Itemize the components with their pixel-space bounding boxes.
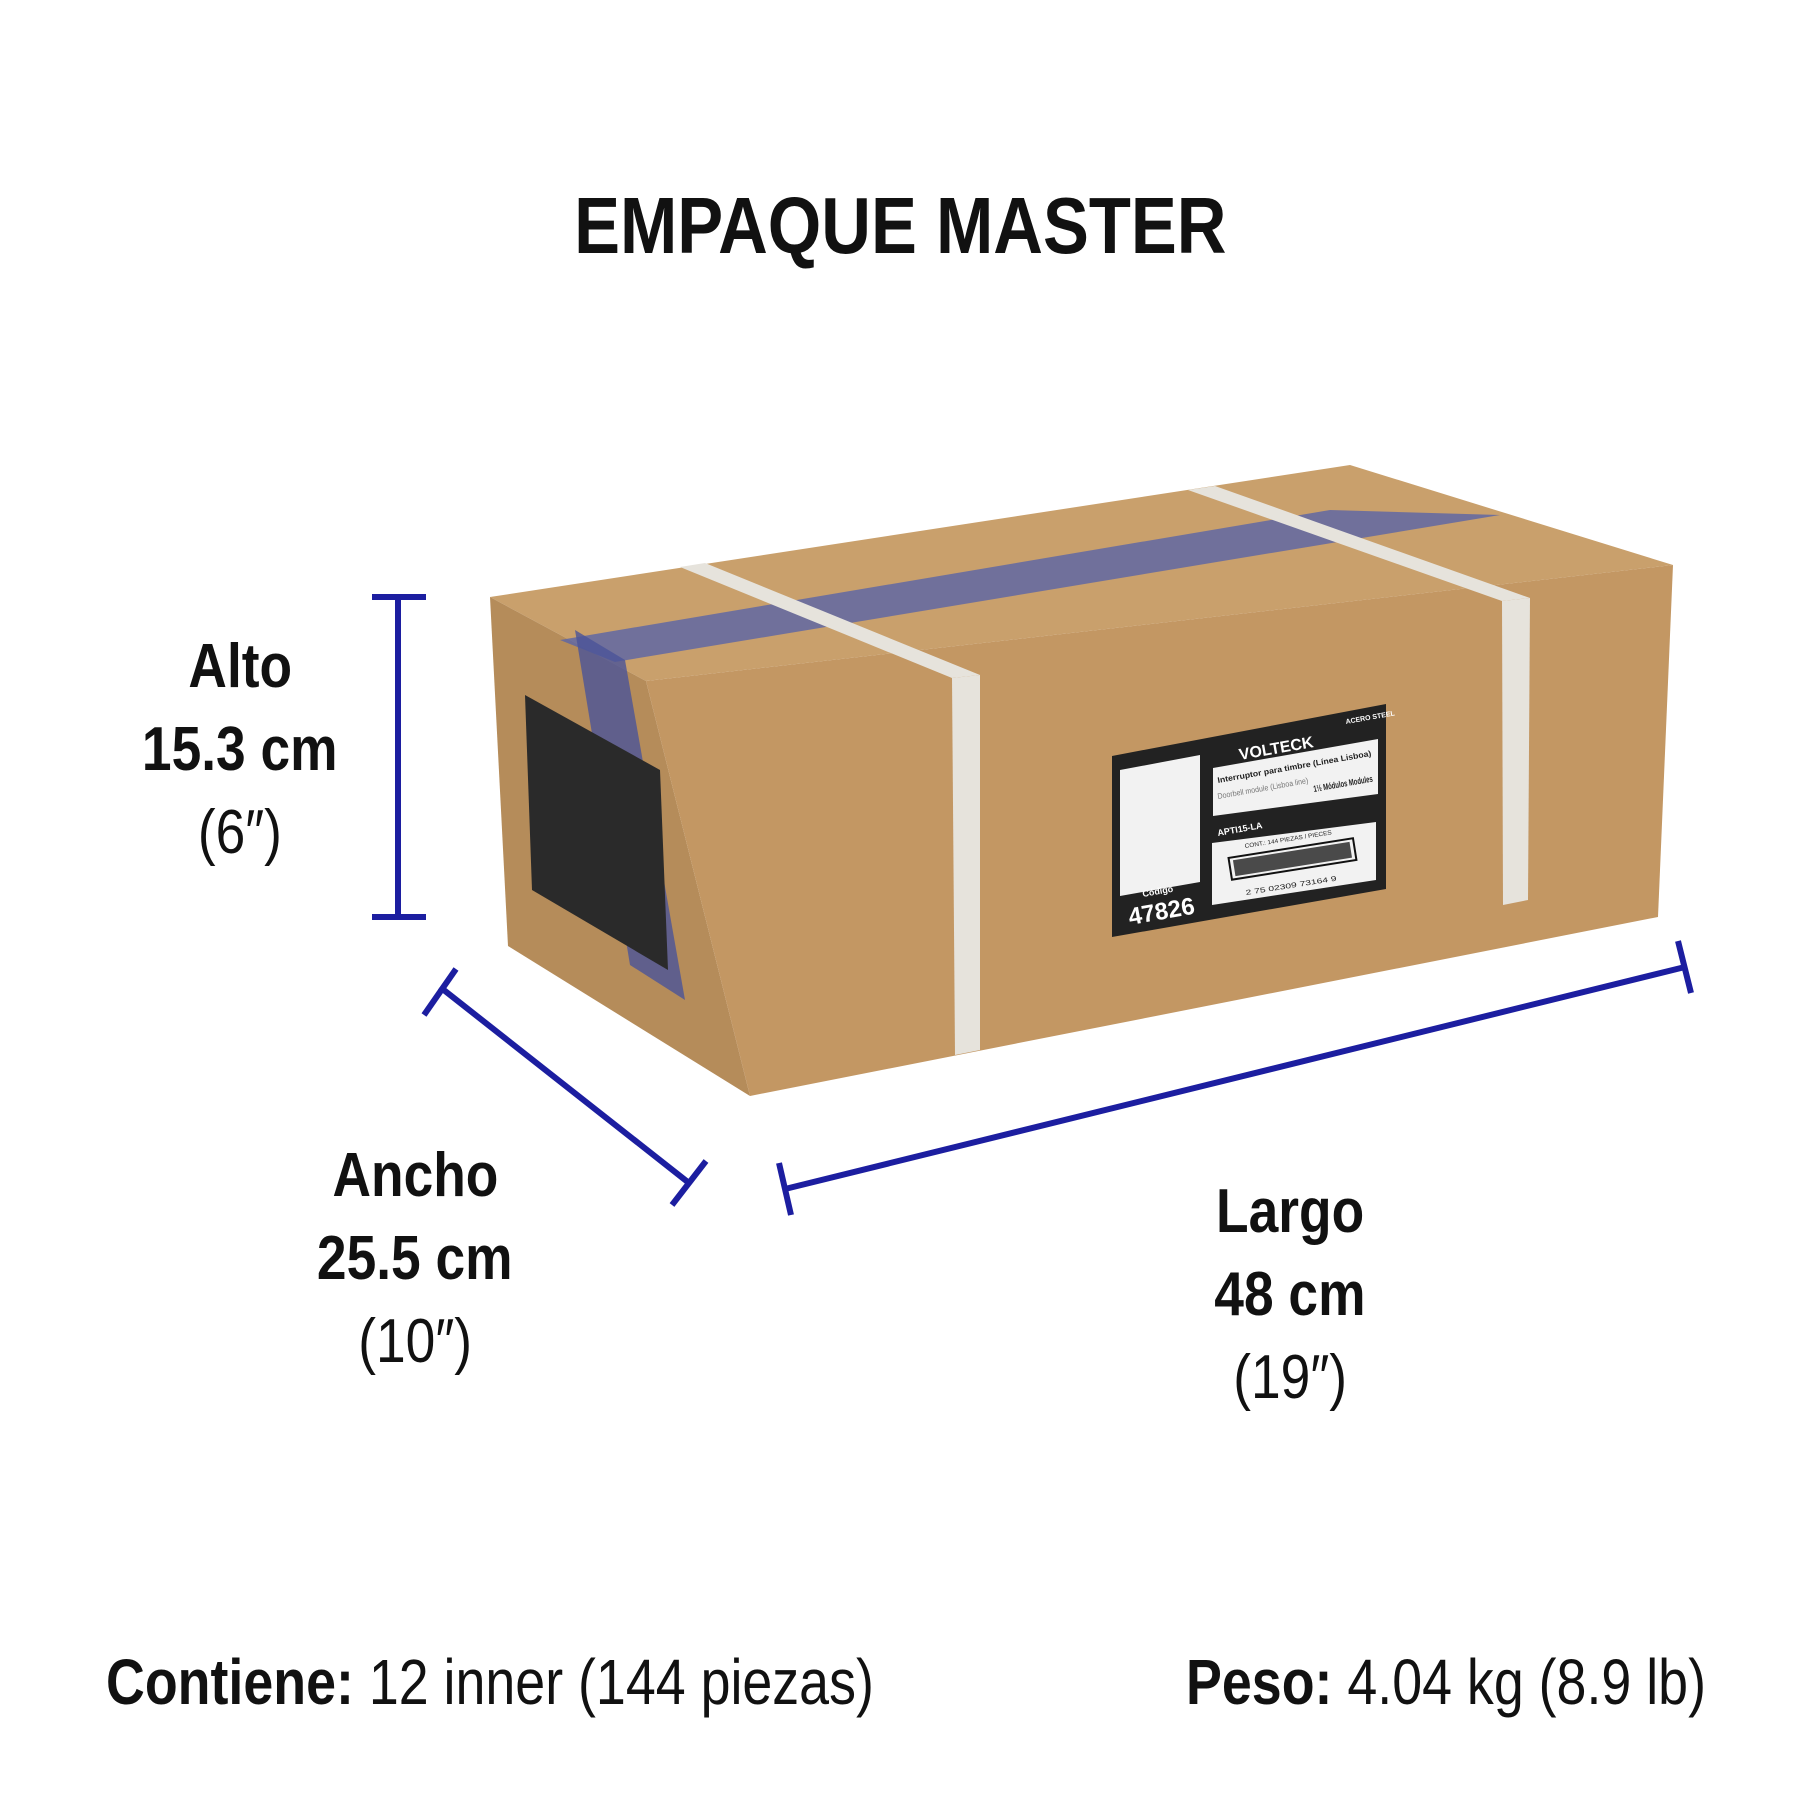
ancho-dimension-label: Ancho 25.5 cm (10″) <box>317 1141 513 1376</box>
contents-value: 12 inner (144 piezas) <box>368 1646 874 1718</box>
barcode-frame <box>1227 837 1358 881</box>
largo-cap-end <box>1675 940 1694 994</box>
ancho-cap-start <box>421 967 459 1017</box>
strap <box>952 675 980 1055</box>
ancho-dimension-line <box>438 984 691 1186</box>
largo-dimension-label: Largo 48 cm (19″) <box>1214 1177 1366 1412</box>
label-text-panel <box>1213 739 1378 816</box>
weight-label: Peso: <box>1186 1646 1333 1718</box>
label-image-panel <box>1120 755 1200 896</box>
page-title: EMPAQUE MASTER <box>573 181 1227 270</box>
contents-info: Contiene: 12 inner (144 piezas) <box>106 1645 1020 1719</box>
strap <box>1502 598 1530 905</box>
barcode-bars <box>1227 837 1358 881</box>
weight-info: Peso: 4.04 kg (8.9 lb) <box>1087 1645 1706 1719</box>
barcode-stripes <box>1232 841 1353 877</box>
blue-tape <box>560 510 1500 662</box>
alto-dimension-label: Alto 15.3 cm (6″) <box>142 632 338 867</box>
largo-dimension-line <box>784 964 1686 1192</box>
ancho-cap-end <box>669 1159 709 1207</box>
strap <box>680 563 980 678</box>
side-product-label <box>525 695 668 970</box>
largo-cap-start <box>776 1162 794 1216</box>
weight-value: 4.04 kg (8.9 lb) <box>1347 1646 1706 1718</box>
contents-label: Contiene: <box>106 1646 354 1718</box>
strap <box>1188 486 1530 601</box>
